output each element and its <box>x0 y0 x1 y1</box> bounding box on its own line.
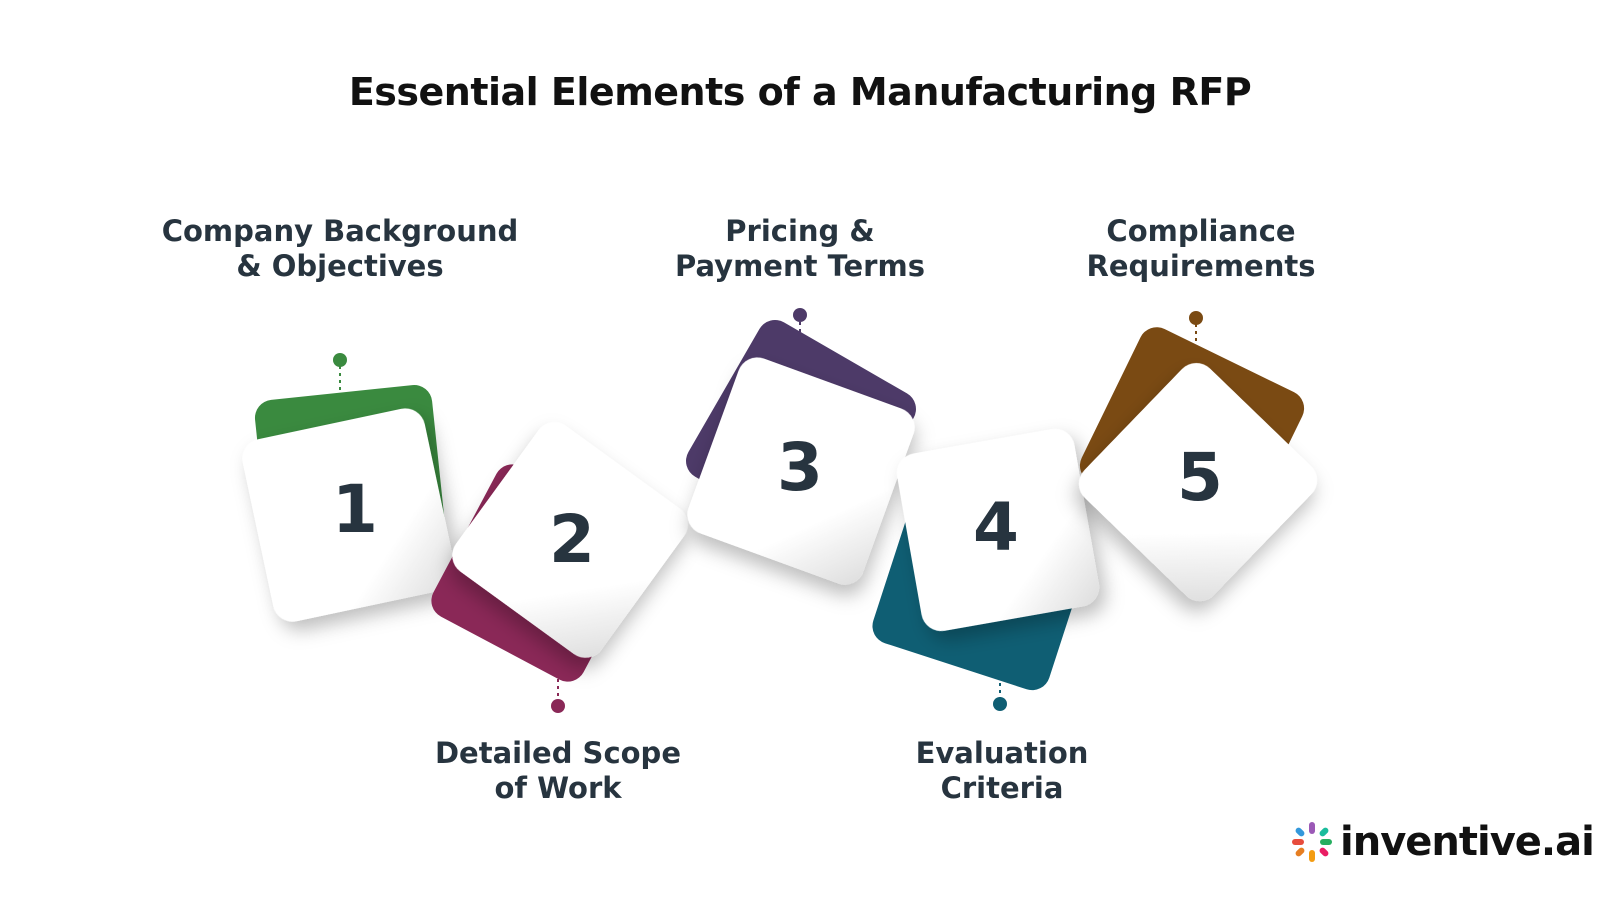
logo-burst-icon <box>1292 822 1332 862</box>
step-5-number: 5 <box>1177 439 1223 516</box>
step-1-number: 1 <box>332 471 378 548</box>
step-5-dot <box>1189 311 1203 325</box>
step-3-dot <box>793 308 807 322</box>
step-1-tile <box>242 408 456 622</box>
brand-logo: inventive.ai <box>1290 812 1595 872</box>
step-5-group: 5 <box>1079 311 1317 601</box>
step-3-group: 3 <box>686 308 916 585</box>
logo-wordmark: inventive.ai <box>1340 819 1595 865</box>
step-5-tile <box>1079 363 1317 601</box>
step-1-dot <box>333 353 347 367</box>
step-1-group: 1 <box>242 353 456 622</box>
step-4-group: 4 <box>872 428 1100 711</box>
page-title: Essential Elements of a Manufacturing RF… <box>348 70 1252 114</box>
step-3-label: Pricing & Payment Terms <box>610 214 990 284</box>
step-2-dot <box>551 699 565 713</box>
step-3-tile <box>687 357 915 585</box>
step-2-group: 2 <box>431 422 688 713</box>
step-5-label: Compliance Requirements <box>1011 214 1391 284</box>
step-3-label-line-2: Payment Terms <box>675 249 925 283</box>
step-1-label-line-2: & Objectives <box>236 249 444 283</box>
step-4-dot <box>993 697 1007 711</box>
step-1-label-line-1: Company Background <box>161 214 519 248</box>
step-4-label-line-2: Criteria <box>940 771 1064 805</box>
step-2-tile <box>452 422 688 658</box>
step-5-label-line-2: Requirements <box>1086 249 1316 283</box>
step-4-label: Evaluation Criteria <box>812 736 1192 806</box>
step-2-label: Detailed Scope of Work <box>368 736 748 806</box>
step-3-label-line-1: Pricing & <box>725 214 875 248</box>
step-3-number: 3 <box>777 429 823 506</box>
step-2-number: 2 <box>549 501 595 578</box>
step-4-label-line-1: Evaluation <box>915 736 1089 770</box>
step-5-label-line-1: Compliance <box>1106 214 1296 248</box>
step-1-label: Company Background & Objectives <box>150 214 530 284</box>
step-4-tile <box>896 428 1100 632</box>
step-2-label-line-2: of Work <box>494 771 622 805</box>
step-4-number: 4 <box>973 489 1019 566</box>
step-2-label-line-1: Detailed Scope <box>434 736 681 770</box>
